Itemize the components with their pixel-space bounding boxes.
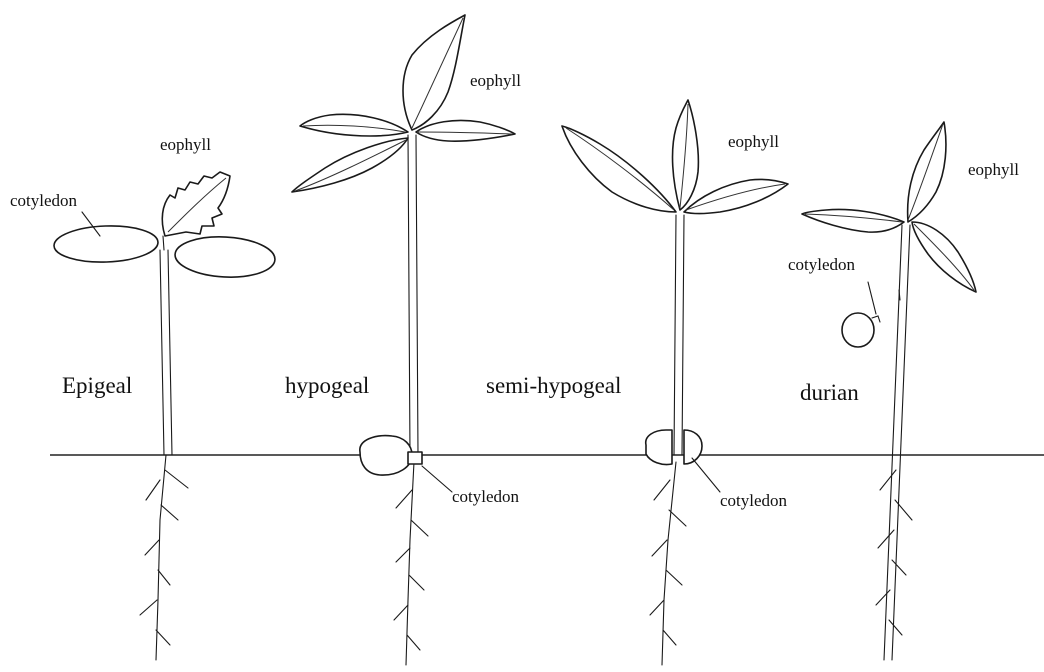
semi-hypogeal-eophyll-label: eophyll <box>728 132 779 151</box>
semi-hypogeal-cotyledon <box>646 430 672 465</box>
hypogeal-cotyledon-attach <box>408 452 422 464</box>
semi-hypogeal-type-label: semi-hypogeal <box>486 373 621 398</box>
hypogeal-stem <box>408 135 418 455</box>
semi-hypogeal-leaf-left <box>562 126 676 212</box>
epigeal-eophyll-stalk <box>163 236 164 250</box>
hypogeal-root <box>394 462 428 665</box>
durian-leaf-right <box>912 222 976 292</box>
durian-cotyledon-label: cotyledon <box>788 255 856 274</box>
hypogeal-cotyledon-pointer <box>422 466 452 492</box>
durian-cotyledon-pointer <box>868 282 876 314</box>
durian-type-label: durian <box>800 380 859 405</box>
epigeal-root <box>140 455 188 660</box>
hypogeal-seedling <box>292 15 515 665</box>
epigeal-eophyll-label: eophyll <box>160 135 211 154</box>
hypogeal-type-label: hypogeal <box>285 373 369 398</box>
epigeal-type-label: Epigeal <box>62 373 132 398</box>
epigeal-cotyledon-right <box>174 234 276 279</box>
epigeal-seedling <box>53 172 276 660</box>
hypogeal-leaf-right <box>416 120 515 141</box>
semi-hypogeal-stem <box>674 215 684 455</box>
epigeal-stem <box>160 250 172 455</box>
hypogeal-cotyledon-label: cotyledon <box>452 487 520 506</box>
hypogeal-leaf-lower-left <box>292 138 408 192</box>
durian-cotyledon <box>842 313 874 347</box>
epigeal-cotyledon-label: cotyledon <box>10 191 78 210</box>
semi-hypogeal-root <box>650 462 686 665</box>
semi-hypogeal-cotyledon-label: cotyledon <box>720 491 788 510</box>
epigeal-cotyledon-left <box>53 224 158 264</box>
hypogeal-leaf-top <box>403 15 465 130</box>
durian-stem <box>884 225 910 660</box>
hypogeal-eophyll-label: eophyll <box>470 71 521 90</box>
semi-hypogeal-leaf-right <box>684 179 788 213</box>
durian-eophyll-label: eophyll <box>968 160 1019 179</box>
hypogeal-cotyledon <box>360 436 412 475</box>
semi-hypogeal-cotyledon-pointer <box>692 458 720 492</box>
